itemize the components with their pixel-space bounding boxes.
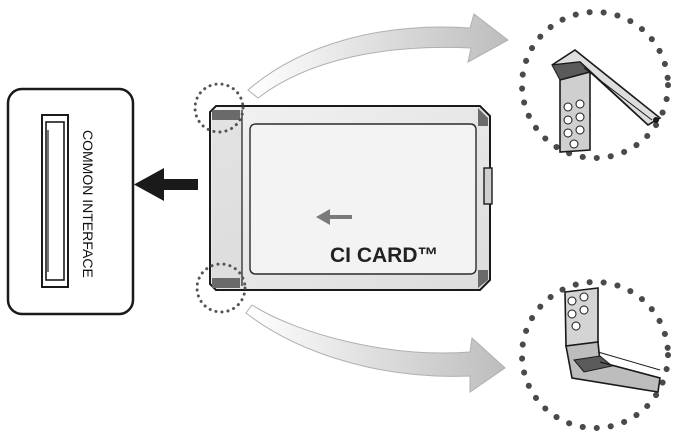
slot-label: COMMON INTERFACE: [80, 130, 96, 278]
top-detail-zoom: [519, 9, 671, 161]
ci-card: CI CARD™: [209, 105, 493, 291]
card-direction-arrow: [316, 209, 352, 225]
ci-slot: [41, 114, 69, 288]
bottom-corner-highlight: [195, 262, 247, 314]
top-corner-highlight: [193, 82, 245, 134]
top-corner-tab: [212, 110, 240, 120]
card-label: CI CARD™: [330, 244, 439, 267]
tv-slot-panel: COMMON INTERFACE: [6, 87, 135, 316]
bottom-detail-zoom: [519, 279, 671, 431]
top-curved-arrow: [247, 13, 509, 99]
insert-arrow: [134, 168, 198, 201]
bottom-curved-arrow: [245, 304, 506, 393]
bottom-corner-tab: [212, 278, 240, 288]
